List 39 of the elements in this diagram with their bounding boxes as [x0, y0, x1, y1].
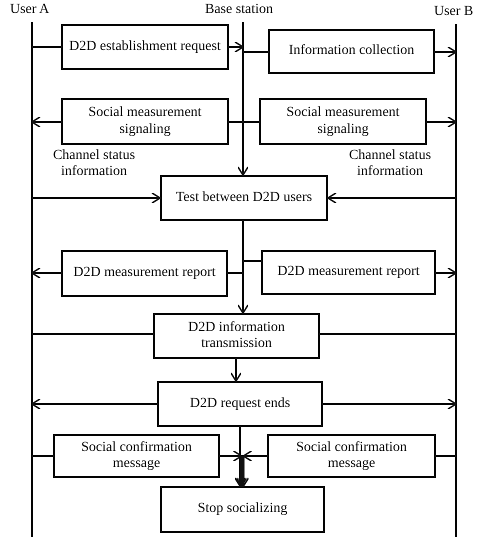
actor-label: User A — [10, 2, 50, 17]
arrow — [32, 192, 161, 204]
connector-line — [229, 121, 243, 123]
arrow — [237, 150, 249, 176]
message-box: Information collection — [268, 29, 435, 74]
arrow — [427, 116, 457, 128]
actor-label: Base station — [205, 2, 274, 17]
message-box: Social confirmation message — [267, 434, 436, 478]
connector-line — [320, 333, 456, 335]
arrow — [220, 451, 246, 486]
connector-line — [436, 455, 456, 457]
arrow — [230, 359, 242, 382]
message-box: Test between D2D users — [160, 175, 328, 221]
message-box: Social measurement signaling — [61, 98, 229, 145]
message-box: Stop socializing — [160, 486, 325, 533]
arrow — [238, 451, 267, 486]
arrow — [229, 41, 244, 53]
actor-label: User B — [434, 4, 474, 19]
arrow — [31, 398, 157, 410]
message-box: D2D measurement report — [61, 250, 228, 297]
arrow — [327, 192, 456, 204]
message-box: Social measurement signaling — [259, 98, 427, 145]
connector-line — [32, 46, 61, 48]
arrow — [237, 221, 249, 314]
message-box: Social confirmation message — [53, 434, 220, 478]
arrow — [234, 427, 246, 487]
connector-line — [32, 333, 153, 335]
connector-line — [243, 51, 268, 53]
connector-line — [243, 121, 259, 123]
arrow — [323, 398, 457, 410]
connector-line — [32, 455, 53, 457]
message-box: D2D information transmission — [153, 313, 320, 359]
arrow — [436, 267, 457, 279]
message-box: D2D request ends — [157, 381, 323, 427]
arrow — [435, 46, 457, 58]
message-box: D2D establishment request — [61, 24, 229, 70]
arrow — [31, 267, 61, 279]
arrow — [31, 116, 61, 128]
message-box: D2D measurement report — [261, 250, 436, 295]
